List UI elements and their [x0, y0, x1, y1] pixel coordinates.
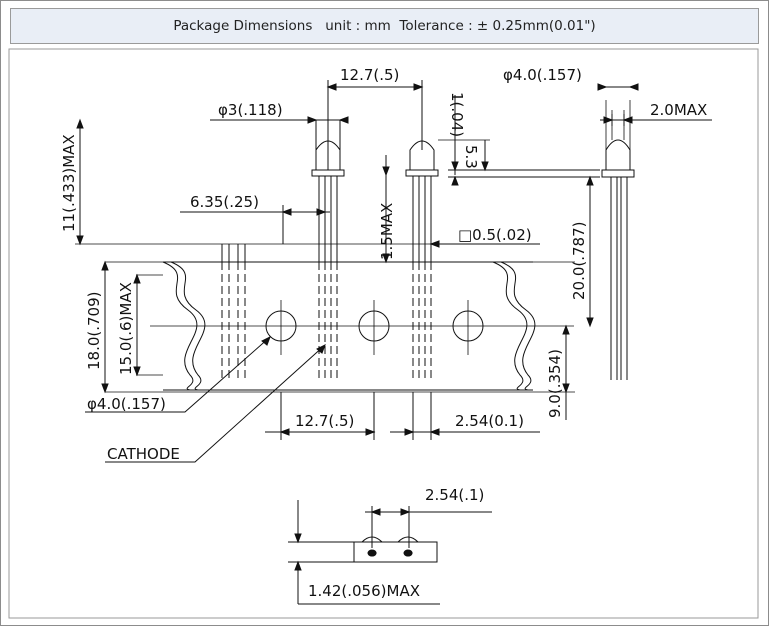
- tape-strip: [75, 243, 575, 393]
- label-11max: 11(.433)MAX: [60, 134, 78, 232]
- label-6-35: 6.35(.25): [190, 193, 259, 211]
- lead-pair-left: [221, 244, 246, 380]
- label-2-54-small: 2.54(.1): [425, 486, 484, 504]
- label-2-54: 2.54(0.1): [455, 412, 524, 430]
- label-2max: 2.0MAX: [650, 101, 707, 119]
- label-pitch-top: 12.7(.5): [340, 66, 399, 84]
- led-2: [405, 140, 439, 380]
- label-20: 20.0(.787): [570, 221, 588, 300]
- label-1-5max: 1.5MAX: [378, 203, 396, 260]
- label-diam-hole: φ4.0(.157): [87, 395, 166, 413]
- drawing-border: [8, 48, 759, 619]
- label-15max: 15.0(.6)MAX: [117, 282, 135, 375]
- label-5-3: 5.3: [462, 145, 480, 169]
- label-1-42max: 1.42(.056)MAX: [308, 582, 420, 600]
- label-1-04: 1(.04): [448, 92, 466, 137]
- lead-cross-section: [288, 500, 492, 605]
- label-square-0-5: □0.5(.02): [458, 226, 532, 244]
- header-bar: Package Dimensions unit : mm Tolerance :…: [10, 8, 759, 44]
- label-diam-3: φ3(.118): [218, 101, 283, 119]
- page-title: Package Dimensions unit : mm Tolerance :…: [173, 18, 596, 34]
- led-side-view: [601, 100, 635, 380]
- label-diam-top: φ4.0(.157): [503, 66, 582, 84]
- led-1: [311, 120, 345, 380]
- label-9: 9.0(.354): [546, 349, 564, 418]
- label-18: 18.0(.709): [85, 291, 103, 370]
- label-cathode: CATHODE: [107, 445, 180, 463]
- label-pitch-bottom: 12.7(.5): [295, 412, 354, 430]
